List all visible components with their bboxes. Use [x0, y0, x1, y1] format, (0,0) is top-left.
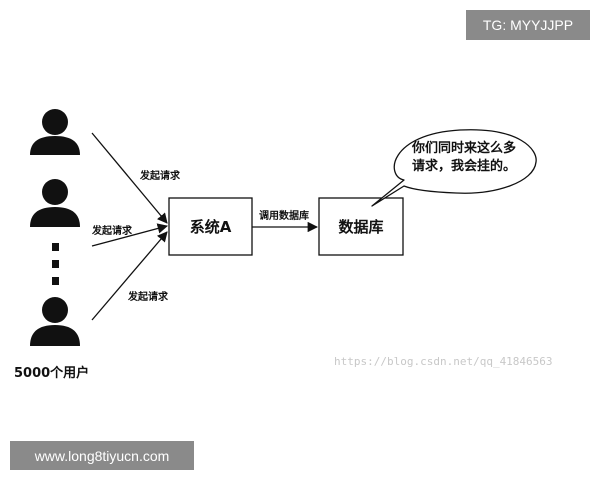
user-icon-top — [30, 109, 80, 155]
speech-bubble — [371, 129, 537, 207]
user-icon-middle — [30, 179, 80, 227]
request-label-bottom: 发起请求 — [128, 292, 168, 303]
site-url-label: www.long8tiyucn.com — [10, 441, 194, 470]
system-a-box — [168, 197, 253, 256]
request-label-middle: 发起请求 — [92, 226, 132, 237]
request-arrow-bottom — [91, 231, 168, 321]
database-label: 数据库 — [338, 218, 384, 236]
database-box — [318, 197, 404, 256]
bubble-text: 你们同时来这么多 请求，我会挂的。 — [398, 140, 530, 176]
call-database-label: 调用数据库 — [259, 211, 309, 222]
bubble-line-2: 请求，我会挂的。 — [411, 159, 516, 174]
watermark-url: https://blog.csdn.net/qq_41846563 — [334, 355, 553, 368]
user-icon-bottom — [30, 297, 80, 346]
ellipsis-dots — [52, 243, 59, 285]
request-arrow-top — [91, 132, 168, 224]
tag-label: TG: MYYJJPP — [466, 10, 590, 40]
system-a-label: 系统A — [189, 218, 232, 236]
bubble-line-1: 你们同时来这么多 — [411, 141, 516, 156]
users-caption: 5000个用户 — [14, 366, 90, 381]
request-arrow-middle — [91, 223, 169, 247]
request-label-top: 发起请求 — [140, 171, 180, 182]
